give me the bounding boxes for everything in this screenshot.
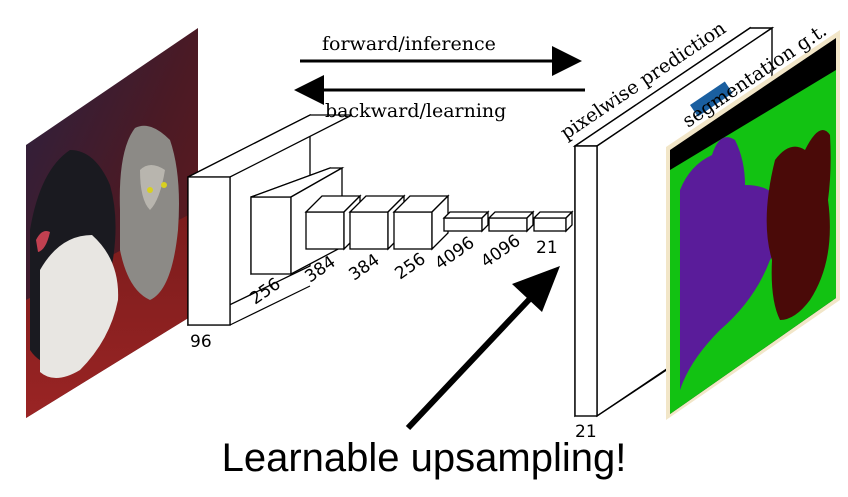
layer-label-384-2: 384 xyxy=(345,250,383,285)
caption-learnable-upsampling: Learnable upsampling! xyxy=(221,436,627,480)
layer-256b-box xyxy=(392,194,450,251)
layer-21-box xyxy=(532,210,574,233)
layer-label-21: 21 xyxy=(536,238,558,258)
output-depth-label: 21 xyxy=(575,422,597,442)
upsampling-arrowhead xyxy=(512,266,560,312)
input-photo xyxy=(26,28,198,418)
upsampling-pointer-arrow xyxy=(405,285,543,431)
backward-label: backward/learning xyxy=(325,100,506,122)
layer-label-4096-2: 4096 xyxy=(477,231,524,272)
layer-4096-box-2 xyxy=(487,210,535,233)
layer-label-96: 96 xyxy=(190,332,212,352)
segmentation-gt-image xyxy=(666,30,840,420)
layer-label-256-2: 256 xyxy=(391,249,429,284)
forward-label: forward/inference xyxy=(322,33,496,55)
layer-4096-box-1 xyxy=(442,210,490,233)
